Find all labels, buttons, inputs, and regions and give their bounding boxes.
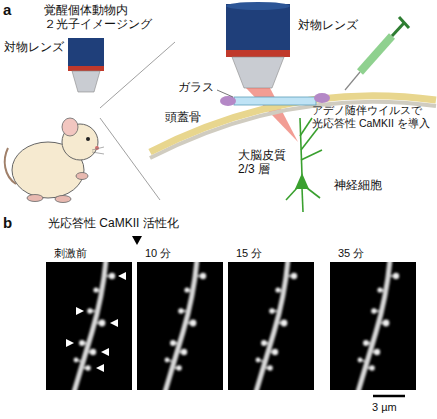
time-label: 35 分 bbox=[330, 246, 418, 260]
time-label: 15 分 bbox=[228, 246, 314, 260]
dendrite-branch bbox=[300, 118, 312, 136]
dendrite-branch bbox=[301, 150, 322, 160]
image-panel: 15 分 bbox=[228, 246, 314, 390]
time-label: 10 分 bbox=[137, 246, 223, 260]
arrowhead bbox=[66, 339, 74, 347]
micrograph bbox=[330, 260, 416, 392]
syringe-needle bbox=[345, 72, 360, 90]
panel-letter: a bbox=[3, 1, 11, 19]
mouse-foot bbox=[27, 195, 43, 202]
arrowhead bbox=[110, 319, 118, 327]
mouse-ear bbox=[62, 118, 78, 136]
basal-dendrite bbox=[286, 188, 297, 200]
scale-bar bbox=[373, 395, 405, 398]
scale-label: 3 µm bbox=[372, 401, 397, 414]
mouse-hand bbox=[76, 173, 88, 180]
arrowhead bbox=[96, 364, 104, 372]
time-label: 刺激前 bbox=[46, 246, 134, 260]
syringe-plunger bbox=[392, 23, 404, 36]
zoom-line bbox=[100, 42, 175, 108]
mouse-eye bbox=[86, 137, 90, 141]
part-label: 大脳皮質 2/3 層 bbox=[238, 148, 294, 177]
image-panel: 35 分 bbox=[330, 246, 418, 390]
arrowhead bbox=[118, 272, 126, 280]
lens-body bbox=[68, 38, 104, 66]
part-label: 対物レンズ bbox=[4, 40, 64, 54]
lens-top bbox=[226, 2, 290, 10]
lens-ring bbox=[226, 50, 290, 57]
stimulus-marker bbox=[132, 236, 142, 245]
image-panel: 10 分 bbox=[137, 246, 223, 390]
lens-ring bbox=[68, 66, 104, 71]
leader-line bbox=[217, 90, 233, 97]
soma bbox=[295, 173, 309, 189]
part-label: ガラス bbox=[178, 80, 214, 94]
lens-tip bbox=[72, 71, 100, 92]
arrowhead bbox=[76, 307, 84, 315]
syringe-barrel bbox=[360, 36, 392, 72]
part-label: 神経細胞 bbox=[334, 178, 382, 192]
part-label: 対物レンズ bbox=[298, 18, 358, 32]
panel-letter: b bbox=[3, 214, 12, 232]
panel-title: 覚醒個体動物内 ２光子イメージング bbox=[44, 3, 162, 32]
stimulus-label: 光応答性 CaMKII 活性化 bbox=[48, 216, 179, 230]
glass-window bbox=[234, 97, 316, 105]
micrograph bbox=[46, 260, 132, 392]
micrograph bbox=[137, 260, 223, 392]
lens-tip bbox=[232, 57, 284, 88]
mouse-whiskers bbox=[92, 147, 104, 154]
objective-lens bbox=[68, 38, 104, 92]
apical-dendrite bbox=[300, 118, 302, 175]
micrograph bbox=[228, 260, 314, 392]
basal-dendrite bbox=[307, 188, 320, 198]
mouse-foot bbox=[55, 196, 71, 203]
arrowheads bbox=[66, 272, 126, 372]
part-label: 頭蓋骨 bbox=[165, 110, 201, 124]
axon bbox=[302, 188, 303, 212]
mouse bbox=[5, 118, 104, 203]
lens-body bbox=[226, 4, 290, 50]
dental-cement bbox=[220, 96, 236, 106]
dental-cement bbox=[314, 93, 330, 103]
objective-lens bbox=[226, 2, 290, 88]
neuron bbox=[286, 118, 322, 212]
annotation: アデノ随伴ウイルスで 光応答性 CaMKII を導入 bbox=[312, 104, 434, 129]
syringe-plunger-head bbox=[399, 17, 409, 28]
skull bbox=[150, 96, 436, 152]
arrowhead bbox=[101, 348, 109, 356]
image-panel: 刺激前 bbox=[46, 246, 134, 390]
